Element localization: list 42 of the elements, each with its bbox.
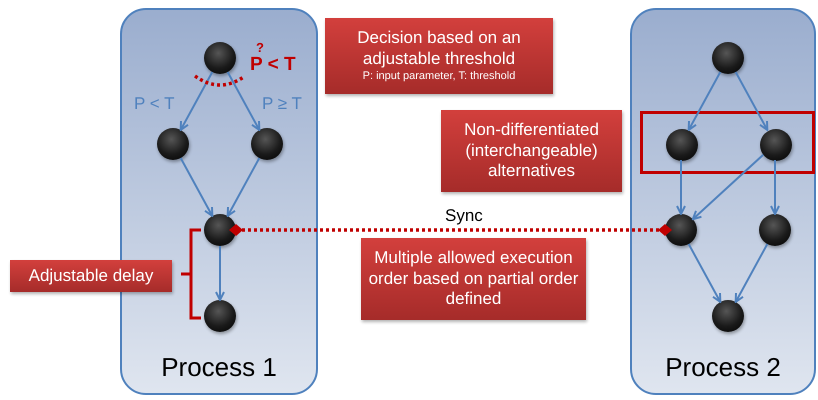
arrow [734, 244, 768, 303]
process-step-circle [251, 128, 283, 160]
arrow [180, 72, 214, 131]
process-step-circle [204, 42, 236, 74]
process-step-circle [759, 214, 791, 246]
callout-box [361, 238, 586, 320]
process-step-circle [760, 129, 792, 161]
edge-label: P < T [134, 94, 174, 114]
arrow [226, 72, 260, 131]
callout-box [10, 260, 172, 292]
process-panel [630, 8, 816, 395]
callout-text: Multiple allowed execution order based on partial order defined [368, 248, 580, 310]
arrow [734, 72, 768, 131]
callout-box [325, 18, 553, 94]
condition-label: P < T [250, 54, 296, 76]
condition-label: ? [256, 40, 264, 55]
process-step-circle [712, 42, 744, 74]
arrow [692, 154, 764, 220]
group-frame [640, 111, 815, 174]
callout-text: Non-differentiated (interchangeable) alternatives [463, 120, 600, 182]
arrow [215, 246, 225, 301]
process-step-circle [204, 214, 236, 246]
arrow [688, 244, 722, 303]
arrow [226, 158, 260, 217]
sync-line [229, 224, 672, 236]
edge-label: P ≥ T [262, 94, 302, 114]
process-title: Process 1 [160, 352, 278, 383]
process-step-circle [157, 128, 189, 160]
arrow [180, 158, 214, 217]
process-step-circle [665, 214, 697, 246]
process-step-circle [204, 300, 236, 332]
process-step-circle [712, 300, 744, 332]
callout-text: Decision based on an adjustable threshold [356, 28, 522, 70]
process-step-circle [666, 129, 698, 161]
callout-box [441, 110, 622, 192]
arrow [688, 72, 722, 131]
process-title: Process 2 [664, 352, 782, 383]
arrow [676, 160, 686, 215]
callout-note: P: input parameter, T: threshold [362, 69, 516, 84]
arrow [770, 160, 780, 215]
callout-text: Adjustable delay [28, 266, 154, 286]
edge-label: Sync [445, 206, 483, 226]
